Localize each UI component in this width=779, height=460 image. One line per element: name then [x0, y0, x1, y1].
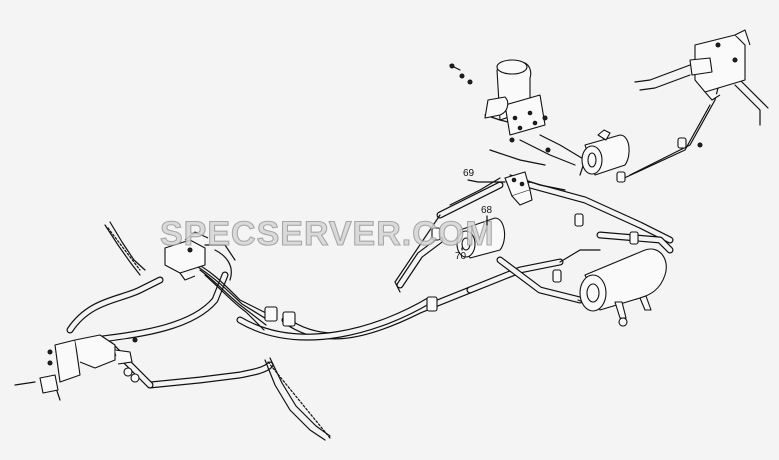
air-reservoir-center	[456, 217, 506, 259]
callout-68: 68	[481, 205, 493, 226]
air-reservoir-right	[579, 248, 667, 327]
callout-label-68: 68	[481, 205, 493, 216]
valve-top-right	[689, 29, 751, 101]
callout-70: 70	[455, 247, 467, 262]
relay-valve-center	[504, 171, 533, 206]
callout-label-69: 69	[463, 168, 475, 179]
callout-69: 69	[463, 168, 506, 183]
callout-label-70: 70	[455, 251, 467, 262]
corrugated-hose-bottom	[267, 361, 331, 439]
foot-brake-valve	[164, 231, 209, 281]
pipe-clamps	[264, 137, 703, 327]
air-reservoir-upper	[581, 129, 630, 176]
mounting-bracket-valve	[39, 334, 140, 394]
corrugated-hose-left	[107, 227, 141, 271]
thin-pipes	[14, 64, 769, 441]
watermark-text: SPECSERVER.COM	[160, 215, 495, 253]
air-dryer-unit	[449, 59, 548, 136]
